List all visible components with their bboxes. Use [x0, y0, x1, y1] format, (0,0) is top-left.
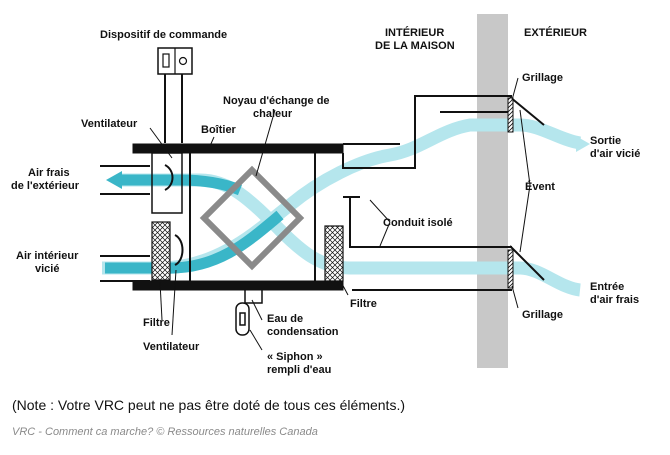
diagram-note: (Note : Votre VRC peut ne pas être doté …	[12, 397, 405, 413]
control-device	[157, 47, 193, 143]
right-filter	[324, 225, 344, 282]
label-entree-1: Entrée	[590, 281, 624, 293]
label-grillage-bottom: Grillage	[522, 309, 563, 321]
label-ventilateur-top: Ventilateur	[81, 118, 138, 130]
label-noyau-1: Noyau d'échange de	[223, 95, 330, 107]
label-eau-2: condensation	[267, 326, 339, 338]
label-eau-1: Eau de	[267, 313, 303, 325]
label-air-int-2: vicié	[35, 263, 59, 275]
top-fan	[151, 152, 183, 214]
label-filtre-right: Filtre	[350, 298, 377, 310]
intake-vent	[507, 245, 545, 289]
upper-duct	[342, 95, 512, 169]
label-boitier: Boîtier	[201, 124, 237, 136]
lower-duct	[343, 196, 512, 291]
label-exterieur: EXTÉRIEUR	[524, 26, 587, 39]
label-interieur-2: DE LA MAISON	[375, 40, 455, 52]
exterior-wall	[477, 14, 508, 368]
fresh-air-arrow	[106, 171, 122, 189]
label-air-frais-1: Air frais	[28, 167, 70, 179]
label-siphon-1: « Siphon »	[267, 351, 323, 363]
left-filter	[151, 221, 171, 281]
image-credit: VRC - Comment ca marche? © Ressources na…	[12, 426, 318, 438]
exhaust-vent	[507, 96, 545, 133]
label-entree-2: d'air frais	[590, 294, 639, 306]
label-filtre-left: Filtre	[143, 317, 170, 329]
label-sortie-1: Sortie	[590, 135, 621, 147]
label-noyau-2: chaleur	[253, 108, 293, 120]
leader-lines	[149, 77, 531, 351]
label-grillage-top: Grillage	[522, 72, 563, 84]
label-interieur-1: INTÉRIEUR	[385, 26, 444, 39]
label-air-frais-2: de l'extérieur	[11, 180, 80, 192]
label-ventilateur-bottom: Ventilateur	[143, 341, 200, 353]
label-dispositif: Dispositif de commande	[100, 29, 227, 41]
label-event: Évent	[525, 180, 555, 193]
label-air-int-1: Air intérieur	[16, 250, 79, 262]
label-sortie-2: d'air vicié	[590, 148, 640, 160]
exhaust-arrow	[576, 136, 590, 152]
housing	[100, 143, 344, 291]
label-siphon-2: rempli d'eau	[267, 364, 331, 376]
label-conduit: Conduit isolé	[383, 217, 453, 229]
heat-exchange-core	[199, 165, 305, 271]
